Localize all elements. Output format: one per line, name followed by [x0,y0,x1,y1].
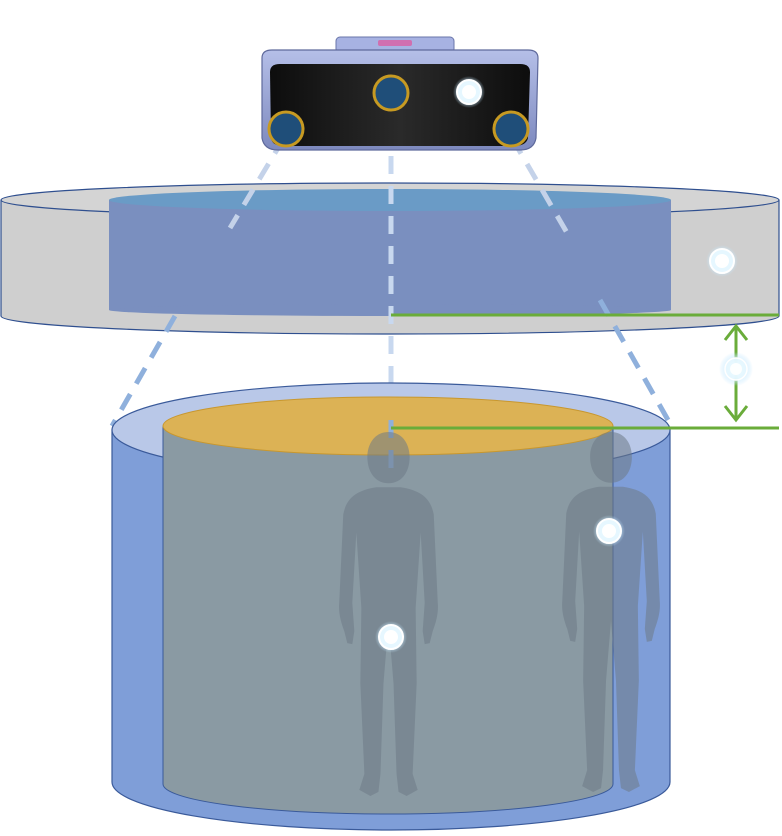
field-of-view-lines [109,96,671,480]
lens-left [267,110,305,148]
fov-line-right-upper [509,136,573,240]
camera-lenses [267,74,530,148]
lens-right [492,110,530,148]
hotspot-upper-zone[interactable] [706,245,738,277]
capture-volume-cylinder [111,382,671,831]
hotspots [375,76,753,653]
fov-line-left-lower [109,314,178,428]
hotspot-person-right[interactable] [593,515,625,547]
hotspot-camera[interactable] [453,76,485,108]
lens-center [372,74,410,112]
fov-line-left-upper [227,136,287,230]
hotspot-person-center[interactable] [375,621,407,653]
hotspot-distance[interactable] [719,352,753,386]
fov-line-right-lower [597,298,671,422]
depth-camera-icon [261,36,539,151]
camera-top-led [378,40,412,46]
